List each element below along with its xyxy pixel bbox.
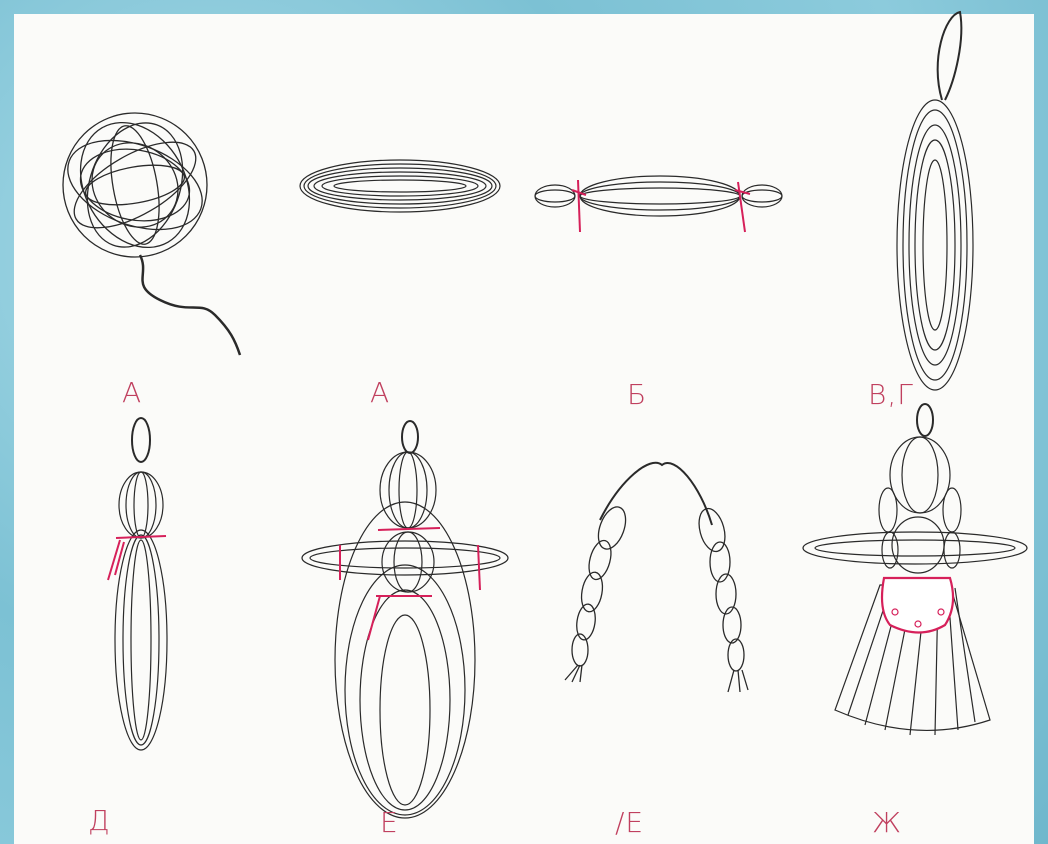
braids-drawing: [565, 463, 748, 692]
hanging-skein-drawing: [897, 12, 973, 390]
label-a-2: А: [370, 376, 390, 409]
label-b: Б: [627, 378, 647, 411]
doll-step-d-drawing: [108, 418, 167, 750]
yarn-ball-drawing: [56, 103, 240, 355]
label-zh: Ж: [872, 806, 902, 839]
label-e: Е: [380, 806, 399, 839]
label-e-braids: /Е: [615, 806, 644, 839]
doll-step-e-drawing: [302, 421, 508, 818]
finished-doll-drawing: [803, 404, 1027, 735]
label-v-g: В,Г: [868, 378, 914, 411]
tied-skein-drawing: [535, 176, 782, 232]
label-d: Д: [88, 804, 111, 837]
flat-skein-drawing: [300, 160, 500, 212]
label-a-1: А: [122, 376, 142, 409]
